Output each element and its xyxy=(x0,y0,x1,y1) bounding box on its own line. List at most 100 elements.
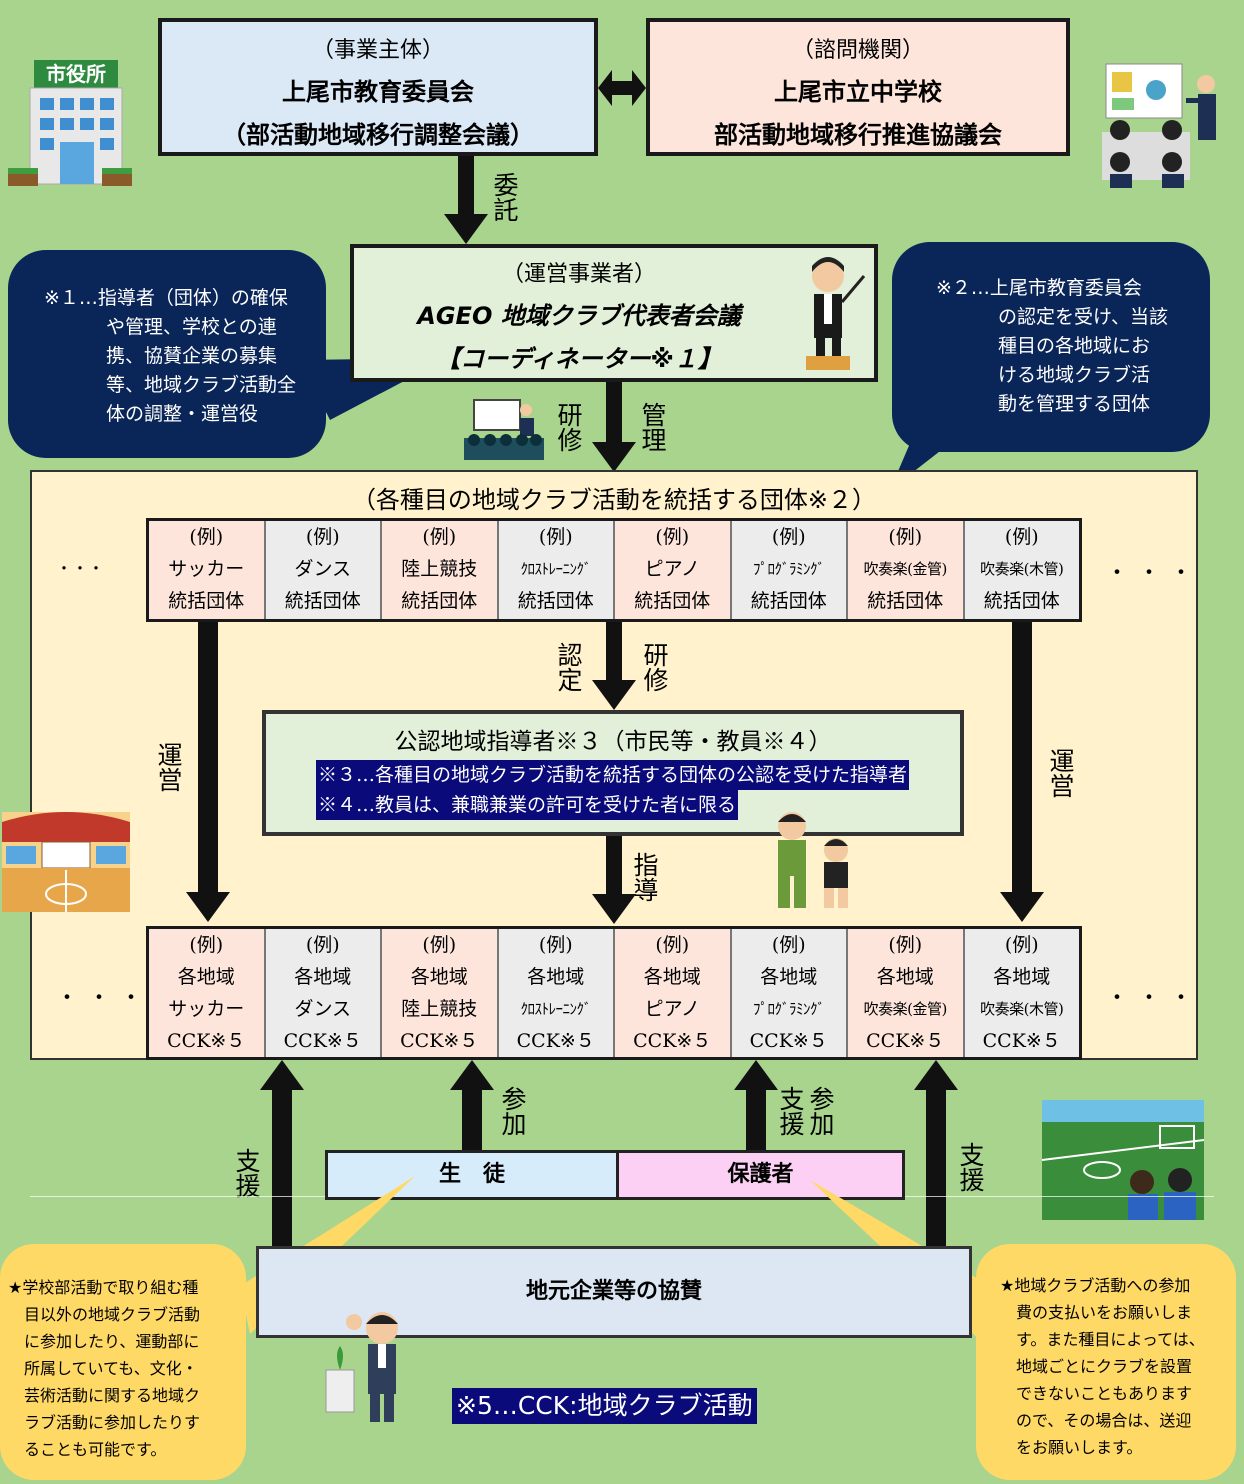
note2-line: 動を管理する団体 xyxy=(998,393,1151,415)
organization-cell: (例)ﾌﾟﾛｸﾞﾗﾐﾝｸﾞ統括団体 xyxy=(731,521,848,619)
education-board-box: （事業主体） 上尾市教育委員会 （部活動地域移行調整会議） xyxy=(158,18,598,156)
dots-left-bottom: ・・・ xyxy=(56,986,153,1011)
note1-line: 携、協賛企業の募集 xyxy=(106,345,278,367)
note1-line: 体の調整・運営役 xyxy=(106,403,259,425)
note2-line: 種目の各地域にお xyxy=(998,335,1151,357)
meeting-illustration xyxy=(1102,63,1216,188)
training-label: 研修 xyxy=(554,402,583,452)
note2-line: ※２…上尾市教育委員会 xyxy=(936,277,1142,299)
certify-arrow xyxy=(592,622,636,710)
organization-cell: (例)ダンス統括団体 xyxy=(265,521,382,619)
support-arrow-left xyxy=(260,1060,304,1248)
right-note-line: ので、その場合は、送迎 xyxy=(1016,1411,1192,1430)
operate-label-right: 運営 xyxy=(1046,748,1075,798)
manage-arrow xyxy=(592,382,636,472)
note2-bubble: ※２…上尾市教育委員会 の認定を受け、当該 種目の各地域にお ける地域クラブ活 … xyxy=(892,242,1210,452)
certify-label: 認定 xyxy=(554,642,583,692)
guide-arrow xyxy=(592,836,636,924)
council-role: （諮問機関） xyxy=(791,38,924,63)
left-note-line: に参加したり、運動部に xyxy=(24,1332,200,1351)
organization-cell: (例)吹奏楽(木管)統括団体 xyxy=(964,521,1079,619)
left-note-line: 芸術活動に関する地域ク xyxy=(24,1386,201,1405)
support-label-left: 支援 xyxy=(232,1148,261,1198)
left-note-line: ることも可能です。 xyxy=(24,1440,167,1459)
coach-illustration xyxy=(778,812,848,908)
operator-role: （運営事業者） xyxy=(501,262,656,287)
note1-line: ※１…指導者（団体）の確保 xyxy=(44,287,288,309)
club-cell: (例)各地域吹奏楽(金管)CCK※５ xyxy=(848,929,965,1057)
organization-cell: (例)サッカー統括団体 xyxy=(149,521,266,619)
organization-cell: (例)ピアノ統括団体 xyxy=(615,521,732,619)
training2-label: 研修 xyxy=(640,642,669,692)
operate-arrow-right xyxy=(1000,622,1044,922)
council-box: （諮問機関） 上尾市立中学校 部活動地域移行推進協議会 xyxy=(646,18,1070,156)
support-label-right: 支援 xyxy=(956,1142,985,1192)
operator-name: AGEO 地域クラブ代表者会議 xyxy=(417,302,741,330)
council-name: 上尾市立中学校 xyxy=(774,78,942,106)
instructor-note4: ※４…教員は、兼職兼業の許可を受けた者に限る xyxy=(316,790,739,820)
gym-illustration xyxy=(2,812,130,912)
left-note-line: ラブ活動に参加したりす xyxy=(24,1413,201,1432)
right-note-line: 地域ごとにクラブを設置 xyxy=(1016,1357,1193,1376)
sponsor-label: 地元企業等の協賛 xyxy=(525,1279,702,1304)
support-arrow-right xyxy=(914,1060,958,1248)
club-cell: (例)各地域吹奏楽(木管)CCK※５ xyxy=(964,929,1079,1057)
operate-arrow-left xyxy=(186,622,230,922)
education-board-name: 上尾市教育委員会 xyxy=(282,78,474,106)
parents-box: 保護者 xyxy=(619,1153,902,1197)
businessman-illustration xyxy=(325,1312,398,1422)
instructor-title: 公認地域指導者※３（市民等・教員※４） xyxy=(394,729,832,755)
left-note-line: 目以外の地域クラブ活動 xyxy=(24,1305,201,1324)
dots-right-bottom: ・・・ xyxy=(1106,986,1203,1011)
left-note-bubble: ★学校部活動で取り組む種 目以外の地域クラブ活動 に参加したり、運動部に 所属し… xyxy=(0,1244,246,1480)
right-note-line: できないこともあります xyxy=(1016,1384,1193,1403)
note2-line: の認定を受け、当該 xyxy=(998,306,1169,328)
join-label-parents: 参加 xyxy=(806,1086,835,1136)
note2-line: ける地域クラブ活 xyxy=(998,364,1151,386)
join-label-students: 参加 xyxy=(498,1086,527,1136)
training-illustration xyxy=(464,399,544,460)
right-note-line: をお願いします。 xyxy=(1016,1438,1143,1457)
operator-coordinator: 【コーディネーター※１】 xyxy=(436,345,722,373)
right-note-line: す。また種目によっては、 xyxy=(1016,1330,1205,1349)
right-note-line: 費の支払いをお願いしま xyxy=(1016,1303,1193,1322)
note1-line: 等、地域クラブ活動全 xyxy=(106,374,297,396)
manage-label: 管理 xyxy=(638,402,667,452)
note1-bubble: ※１…指導者（団体）の確保 や管理、学校との連 携、協賛企業の募集 等、地域クラ… xyxy=(8,250,326,458)
left-note-line: ★学校部活動で取り組む種 xyxy=(8,1278,199,1297)
soccer-illustration xyxy=(1042,1100,1204,1220)
organization-cell: (例)吹奏楽(金管)統括団体 xyxy=(848,521,965,619)
dots-left-top: ・・・ xyxy=(56,559,105,578)
organizations-title: （各種目の地域クラブ活動を統括する団体※２） xyxy=(351,486,877,514)
operate-label-left: 運営 xyxy=(154,742,183,792)
join-arrow-students xyxy=(450,1060,494,1152)
education-board-sub: （部活動地域移行調整会議） xyxy=(222,121,534,149)
entrust-label: 委託 xyxy=(490,172,519,222)
organization-cell: (例)ｸﾛｽﾄﾚｰﾆﾝｸﾞ統括団体 xyxy=(498,521,615,619)
city-hall-sign: 市役所 xyxy=(46,62,106,86)
instructor-box: 公認地域指導者※３（市民等・教員※４） ※３…各種目の地域クラブ活動を統括する団… xyxy=(262,710,964,836)
guide-label: 指導 xyxy=(630,852,659,902)
instructor-note3: ※３…各種目の地域クラブ活動を統括する団体の公認を受けた指導者 xyxy=(316,760,910,790)
organization-cell: (例)陸上競技統括団体 xyxy=(382,521,499,619)
operator-box: （運営事業者） AGEO 地域クラブ代表者会議 【コーディネーター※１】 xyxy=(350,244,878,382)
city-hall-icon xyxy=(8,60,132,186)
dots-right-top: ・・・ xyxy=(1106,561,1203,586)
conductor-illustration xyxy=(806,257,866,370)
education-board-role: （事業主体） xyxy=(311,38,444,63)
students-box: 生 徒 xyxy=(328,1153,619,1197)
organizations-grid: (例)サッカー統括団体 (例)ダンス統括団体 (例)陸上競技統括団体 (例)ｸﾛ… xyxy=(146,518,1082,622)
cck-note: ※5…CCK:地域クラブ活動 xyxy=(452,1388,757,1424)
double-arrow xyxy=(598,70,646,106)
left-note-line: 所属していても、文化・ xyxy=(24,1359,198,1378)
note1-line: や管理、学校との連 xyxy=(106,316,277,338)
council-sub: 部活動地域移行推進協議会 xyxy=(714,121,1002,149)
join-arrow-parents xyxy=(734,1060,778,1152)
